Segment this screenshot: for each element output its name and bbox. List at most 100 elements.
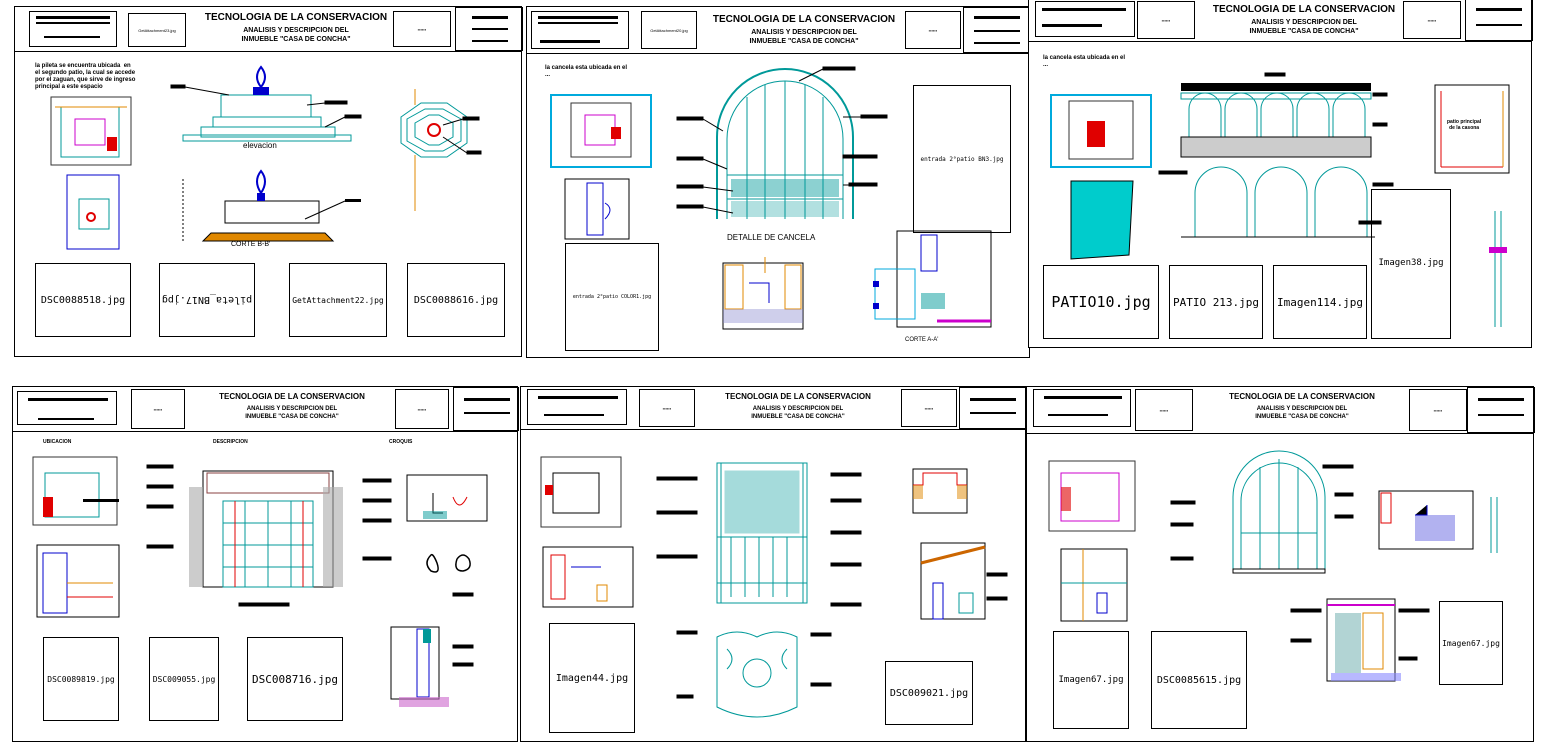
lower-arcade (1181, 166, 1375, 238)
photo-placeholder-2: DSC009055.jpg (149, 637, 219, 721)
sheet-title: TECNOLOGIA DE LA CONSERVACION (712, 14, 896, 25)
portada-drawings (32, 456, 488, 707)
sheet-title: TECNOLOGIA DE LA CONSERVACION (1229, 392, 1375, 401)
cancela-detail (722, 257, 804, 330)
photo-placeholder-1: DSC0088518.jpg (35, 263, 131, 337)
location-plan (1050, 94, 1152, 168)
thumb-attachment: ▪▪▪▪▪▪ (639, 389, 695, 427)
title-block (1467, 387, 1535, 433)
wall-detail (542, 546, 634, 608)
patio-plan (1070, 180, 1134, 260)
thumb-attachment: ▪▪▪▪▪▪ (1137, 1, 1195, 39)
callout-lines (1170, 464, 1430, 661)
fountain-plan (400, 89, 468, 211)
callout-lines (676, 66, 888, 214)
logo-block (1035, 1, 1135, 37)
location-plan (1048, 460, 1136, 532)
ornament-sketch (426, 553, 471, 573)
photo-placeholder-4: Imagen38.jpg (1371, 189, 1451, 339)
sheet-title: TECNOLOGIA DE LA CONSERVACION (219, 392, 365, 401)
sheet-title: TECNOLOGIA DE LA CONSERVACION (204, 12, 388, 23)
callout-lines (170, 84, 482, 155)
arched-gate (716, 68, 854, 219)
title-block (1465, 0, 1533, 41)
column-detail (1490, 497, 1498, 553)
sheet-subtitle-2: INMUEBLE "CASA DE CONCHA" (751, 414, 845, 420)
elevation-label: elevacion (243, 141, 277, 150)
cancela-drawings (550, 66, 992, 330)
photo-placeholder-right: entrada 2°patio BN3.jpg (913, 85, 1011, 233)
logo-block (527, 389, 627, 425)
patio-section (1434, 84, 1510, 174)
callout-lines (1158, 72, 1394, 225)
iron-grille (716, 462, 808, 604)
wall-detail (1060, 548, 1128, 622)
photo-placeholder-3: Imagen67.jpg (1439, 601, 1503, 685)
thumb-attachment-right: ▪▪▪▪▪▪ (905, 11, 961, 49)
sheet-subtitle-2: INMUEBLE "CASA DE CONCHA" (245, 414, 339, 420)
sheet-ventana: ▪▪▪▪▪▪ TECNOLOGIA DE LA CONSERVACION ANA… (1026, 386, 1535, 742)
roof-section (920, 542, 986, 620)
sheet-subtitle-1: ANALISIS Y DESCRIPCION DEL (1256, 406, 1348, 412)
crest-ornament (716, 631, 798, 718)
photo-placeholder-3: DSC008716.jpg (247, 637, 343, 721)
thumb-label: GetAttachment20.jpg (650, 27, 688, 33)
logo-block (1033, 389, 1131, 427)
fountain-section (182, 169, 361, 243)
photo-placeholder-2: PATIO 213.jpg (1169, 265, 1263, 339)
column-detail (1489, 211, 1507, 327)
sheet-cancela: GetAttachment20.jpg TECNOLOGIA DE LA CON… (526, 6, 1031, 358)
photo-placeholder-2: DSC0085615.jpg (1151, 631, 1247, 729)
sheet-portada: ▪▪▪▪▪▪ TECNOLOGIA DE LA CONSERVACION ANA… (12, 386, 519, 742)
photo-placeholder-3: GetAttachment22.jpg (289, 263, 387, 337)
location-note: la cancela esta ubicada en el ... (545, 65, 628, 78)
fountain-elevation (182, 65, 352, 142)
main-door (189, 470, 343, 588)
thumb-attachment: ▪▪▪▪▪▪ (131, 389, 185, 429)
logo-block (17, 391, 117, 425)
sheet-subtitle-1: ANALISIS Y DESCRIPCION DEL (246, 406, 338, 412)
location-plan (550, 94, 652, 168)
sheet-subtitle-2: INMUEBLE "CASA DE CONCHA" (1249, 28, 1359, 35)
photo-placeholder-left: entrada 2°patio COLOR1.jpg (565, 243, 659, 351)
thumb-attachment-right: ▪▪▪▪▪▪ (395, 389, 449, 429)
section-label: CORTE B-B' (231, 241, 271, 248)
location-plan (540, 456, 622, 528)
sheet-subtitle-1: ANALISIS Y DESCRIPCION DEL (751, 29, 857, 36)
thumb-label: GetAttachment23.jpg (138, 27, 176, 33)
patio-drawings (1050, 72, 1510, 327)
photo-placeholder-1: DSC0089819.jpg (43, 637, 119, 721)
thumb-attachment-right: ▪▪▪▪▪▪ (1409, 389, 1467, 431)
location-plan-2 (66, 174, 120, 250)
sheet-subtitle-2: INMUEBLE "CASA DE CONCHA" (241, 36, 351, 43)
column-croquis: CROQUIS (389, 439, 413, 445)
sill-detail (1378, 490, 1474, 550)
sheet-subtitle-2: INMUEBLE "CASA DE CONCHA" (749, 38, 859, 45)
photo-placeholder-2: DSC009021.jpg (885, 661, 973, 725)
corte-aa (873, 230, 992, 328)
photo-placeholder-4: DSC0088616.jpg (407, 263, 505, 337)
ventana-drawings (1048, 450, 1498, 682)
thumb-attachment: GetAttachment23.jpg (128, 13, 186, 47)
sheet-subtitle-1: ANALISIS Y DESCRIPCION DEL (243, 27, 349, 34)
photo-placeholder-1: Imagen67.jpg (1053, 631, 1129, 729)
logo-block (531, 11, 629, 49)
photo-placeholder-2: pileta_BN17.jpg (159, 263, 255, 337)
thumb-attachment: ▪▪▪▪▪▪ (1135, 389, 1193, 431)
location-note: la pileta se encuentra ubicada en el seg… (35, 63, 136, 90)
upper-gallery (1180, 83, 1372, 158)
sheet-title: TECNOLOGIA DE LA CONSERVACION (725, 392, 871, 401)
photo-placeholder-3: Imagen114.jpg (1273, 265, 1367, 339)
location-plan-1 (50, 96, 132, 166)
patio-label: patio principal de la casona (1447, 119, 1482, 131)
molding-detail (912, 468, 968, 514)
wall-detail (36, 544, 120, 618)
sheet-reja: ▪▪▪▪▪▪ TECNOLOGIA DE LA CONSERVACION ANA… (520, 386, 1027, 742)
thumb-attachment: GetAttachment20.jpg (641, 11, 697, 49)
photo-placeholder-1: Imagen44.jpg (549, 623, 635, 733)
section-label: CORTE A-A' (905, 337, 939, 343)
sheet-title: TECNOLOGIA DE LA CONSERVACION (1212, 4, 1396, 15)
thumb-attachment-right: ▪▪▪▪▪▪ (393, 11, 451, 47)
sheet-subtitle-1: ANALISIS Y DESCRIPCION DEL (752, 406, 844, 412)
